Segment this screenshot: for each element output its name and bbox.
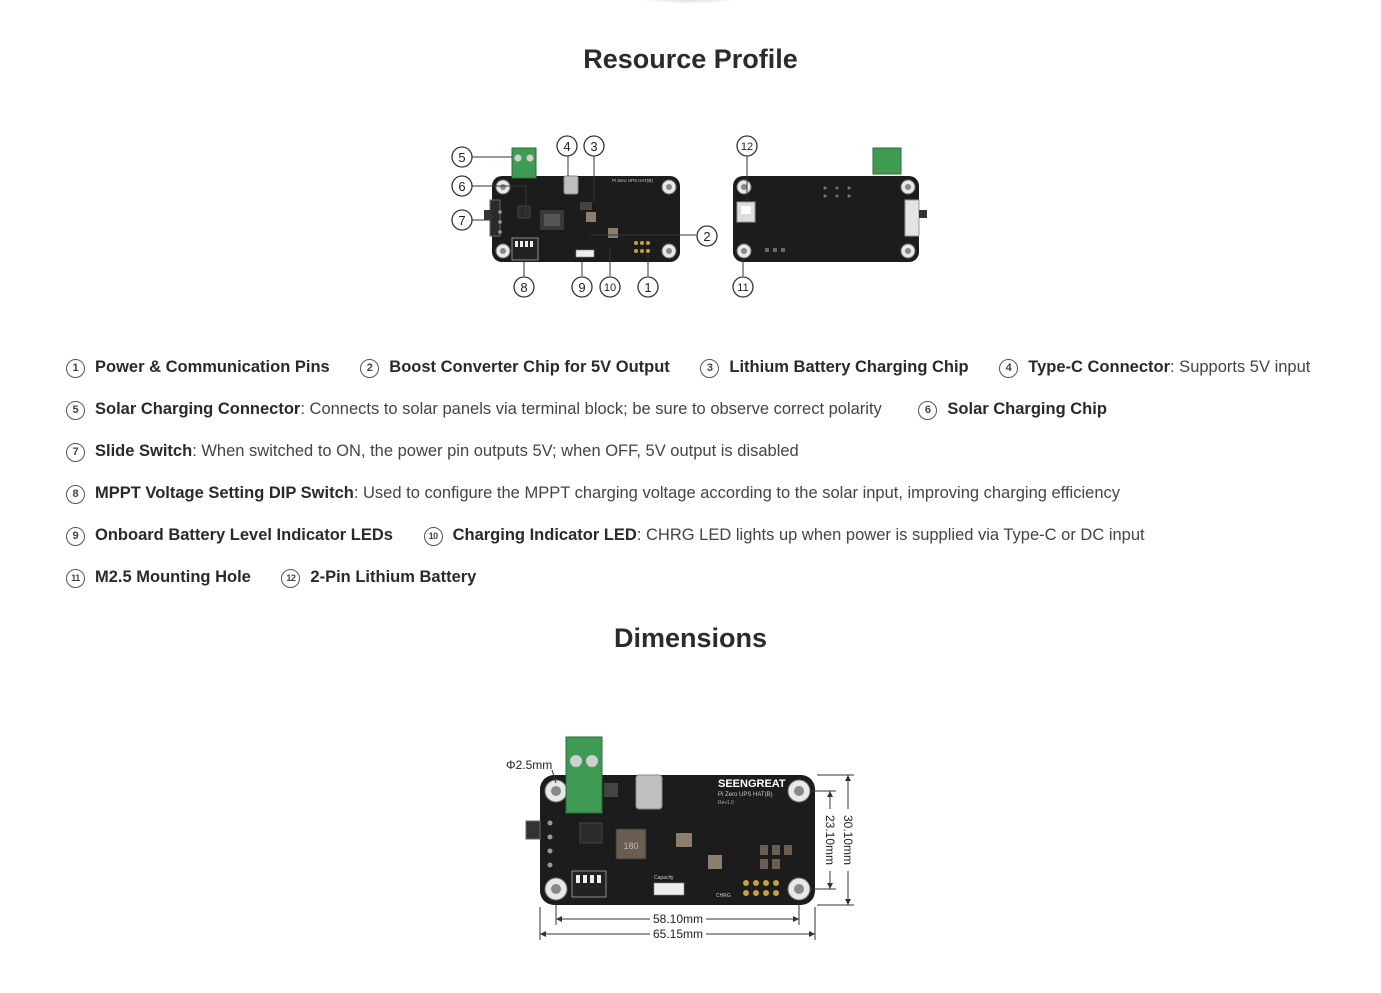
dim-board-brand: SEENGREAT [718, 778, 786, 790]
feature-row-4: 8 MPPT Voltage Setting DIP Switch: Used t… [66, 480, 1146, 506]
feature-row-3: 7 Slide Switch: When switched to ON, the … [66, 438, 825, 464]
feature-11: 11 M2.5 Mounting Hole [66, 564, 251, 590]
feature-row-2: 5 Solar Charging Connector: Connects to s… [66, 396, 1133, 422]
callout-3: 3 [590, 139, 597, 154]
feature-name: M2.5 Mounting Hole [95, 568, 251, 586]
callout-1: 1 [644, 280, 651, 295]
hole-diameter-label: Φ2.5mm [506, 758, 552, 772]
feature-number: 5 [66, 401, 85, 420]
feature-row-5: 9 Onboard Battery Level Indicator LEDs 10… [66, 522, 1171, 548]
top-shadow [640, 0, 740, 4]
feature-row-1: 1 Power & Communication Pins 2 Boost Conve… [66, 354, 1310, 380]
feature-desc: : CHRG LED lights up when power is suppl… [636, 526, 1145, 544]
outer-width-label: 65.15mm [653, 927, 703, 941]
resource-profile-title: Resource Profile [583, 44, 798, 74]
feature-number: 7 [66, 443, 85, 462]
dimensions-drawing: 180 Capacity CHRG SEENGREAT Pi Zero UPS … [506, 736, 855, 941]
feature-desc: : Used to configure the MPPT charging vo… [353, 484, 1120, 502]
feature-row-6: 11 M2.5 Mounting Hole 12 2-Pin Lithium Bat… [66, 564, 502, 590]
outer-height-label: 30.10mm [841, 815, 855, 865]
callout-11: 11 [737, 282, 748, 294]
callout-9: 9 [578, 280, 585, 295]
feature-number: 9 [66, 527, 85, 546]
feature-name: Solar Charging Connector [95, 400, 301, 418]
feature-name: Boost Converter Chip for 5V Output [389, 358, 670, 376]
feature-number: 2 [360, 359, 380, 378]
inner-height-label: 23.10mm [823, 815, 837, 865]
feature-number: 10 [423, 527, 443, 546]
feature-8: 8 MPPT Voltage Setting DIP Switch: Used t… [66, 480, 1120, 506]
callout-7: 7 [458, 213, 465, 228]
inner-width-label: 58.10mm [653, 912, 703, 926]
feature-name: MPPT Voltage Setting DIP Switch [95, 484, 354, 502]
feature-12: 12 2-Pin Lithium Battery [281, 564, 476, 590]
feature-name: Lithium Battery Charging Chip [729, 358, 969, 376]
feature-number: 1 [66, 359, 85, 378]
feature-5: 5 Solar Charging Connector: Connects to s… [66, 396, 882, 422]
chrg-label: CHRG [716, 893, 731, 899]
terminal-block [511, 147, 537, 179]
feature-name: Solar Charging Chip [947, 400, 1107, 418]
feature-number: 6 [918, 401, 938, 420]
feature-1: 1 Power & Communication Pins [66, 354, 330, 380]
board-model-text: Pi Zero UPS HAT(B) [612, 178, 653, 183]
feature-desc: : When switched to ON, the power pin out… [192, 442, 799, 460]
callout-5: 5 [458, 150, 465, 165]
board-front-image: SEENGREAT Pi Zero UPS HAT(B) 5 6 7 4 3 2… [451, 135, 718, 298]
feature-name: Power & Communication Pins [95, 358, 330, 376]
dim-board-rev: Rev1.0 [718, 800, 734, 806]
feature-name: Charging Indicator LED [452, 526, 637, 544]
dim-board-model: Pi Zero UPS HAT(B) [718, 792, 773, 798]
feature-name: Slide Switch [95, 442, 193, 460]
feature-desc: : Connects to solar panels via terminal … [300, 400, 882, 418]
feature-number: 4 [999, 359, 1019, 378]
feature-number: 12 [281, 569, 301, 588]
feature-number: 11 [66, 569, 85, 588]
feature-3: 3 Lithium Battery Charging Chip [700, 354, 969, 380]
feature-desc: : Supports 5V input [1170, 358, 1311, 376]
callout-6: 6 [458, 179, 465, 194]
feature-number: 3 [700, 359, 720, 378]
capacity-label: Capacity [654, 875, 674, 881]
callout-8: 8 [520, 280, 527, 295]
callout-12: 12 [741, 141, 753, 153]
feature-7: 7 Slide Switch: When switched to ON, the … [66, 438, 799, 464]
feature-name: 2-Pin Lithium Battery [310, 568, 477, 586]
dimensions-title: Dimensions [613, 623, 768, 653]
terminal-block-large [565, 736, 603, 814]
feature-10: 10 Charging Indicator LED: CHRG LED light… [423, 522, 1145, 548]
type-c-port [563, 175, 579, 195]
feature-name: Type-C Connector [1028, 358, 1171, 376]
feature-9: 9 Onboard Battery Level Indicator LEDs [66, 522, 393, 548]
feature-number: 8 [66, 485, 85, 504]
callout-2: 2 [703, 229, 710, 244]
board-brand-text: SEENGREAT [612, 169, 656, 176]
board-back-image: 12 11 [732, 135, 927, 298]
feature-name: Onboard Battery Level Indicator LEDs [95, 526, 393, 544]
feature-4: 4 Type-C Connector: Supports 5V input [999, 354, 1310, 380]
feature-2: 2 Boost Converter Chip for 5V Output [360, 354, 670, 380]
pcb-back [733, 176, 919, 262]
feature-6: 6 Solar Charging Chip [918, 396, 1107, 422]
callout-4: 4 [563, 139, 570, 154]
callout-10: 10 [604, 282, 616, 294]
inductor-code: 180 [623, 841, 638, 851]
